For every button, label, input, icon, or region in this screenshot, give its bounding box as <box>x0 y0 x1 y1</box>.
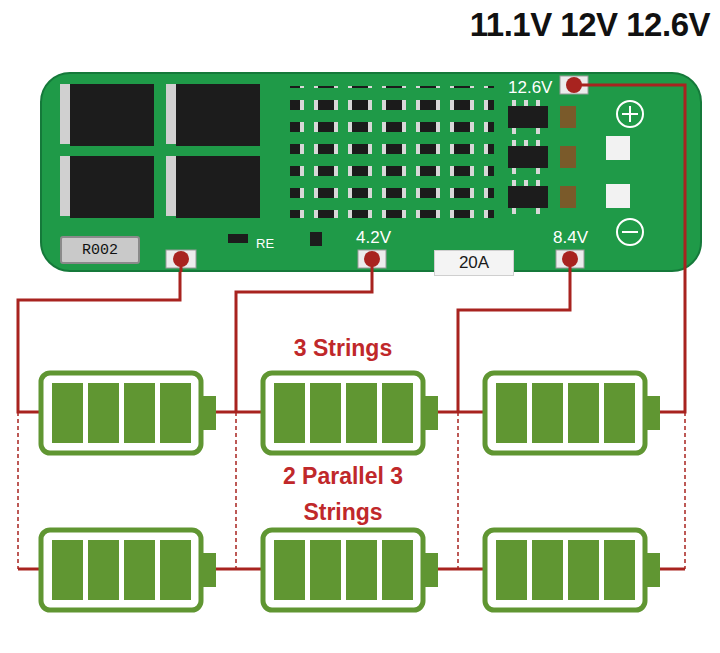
shunt-resistor: R002 <box>60 236 140 264</box>
node-text: R002 <box>82 242 118 259</box>
bms-board: 12.6V 4.2V 8.4V 20A R002 <box>40 72 702 272</box>
pad-voltage: 8.4V <box>553 228 588 248</box>
parallel-note: 2 Parallel 3 Strings <box>263 458 423 530</box>
pad-voltage: 4.2V <box>356 228 391 248</box>
title-text: 11.1V 12V 12.6V <box>470 6 710 44</box>
pad-voltage: 12.6V <box>508 78 552 98</box>
current-rating-tag: 20A <box>434 250 514 276</box>
node-text: 20A <box>459 253 489 273</box>
string-note: 3 Strings <box>272 330 414 366</box>
board-marking: RE <box>256 236 274 251</box>
